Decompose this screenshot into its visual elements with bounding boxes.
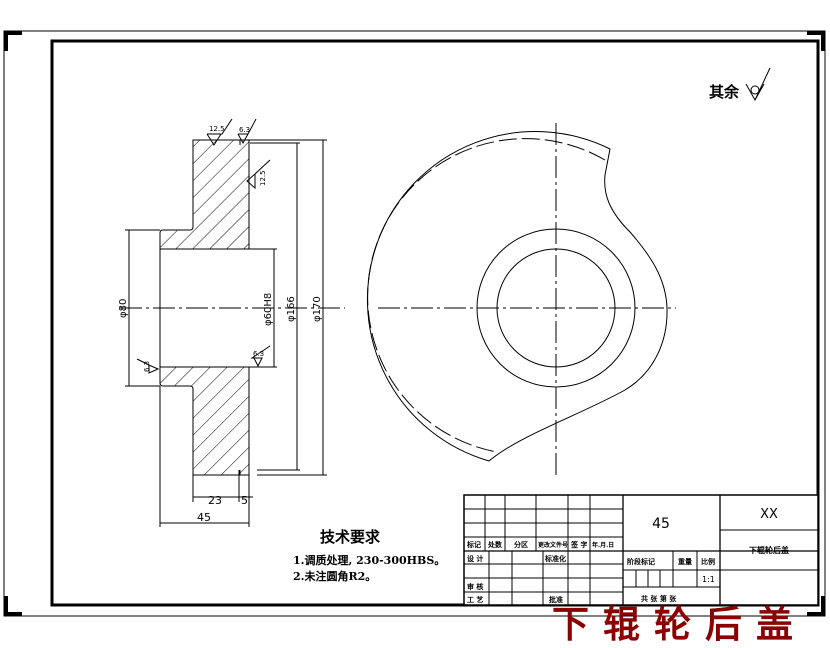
drawing-frame — [50, 39, 820, 607]
dim-23: 23 — [208, 494, 222, 507]
dim-d170: φ170 — [312, 296, 323, 322]
company-name: XX — [760, 507, 778, 522]
section-view — [120, 118, 345, 527]
roughness-label: 12.5 — [259, 170, 267, 186]
tech-req-item: 2.未注圆角R2。 — [293, 569, 376, 583]
dim-d60h8: φ60H8 — [263, 293, 274, 326]
corner-marks — [4, 31, 825, 616]
section-dimension-labels: φ80 φ60H8 φ166 φ170 23 5 45 12.5 6.3 12.… — [118, 125, 323, 524]
tech-req-title: 技术要求 — [320, 528, 381, 546]
design-label: 设 计 — [467, 554, 483, 563]
roughness-label: 12.5 — [209, 125, 225, 133]
scale-value: 1:1 — [702, 575, 715, 584]
title-block — [463, 494, 819, 606]
roughness-label: 6.3 — [239, 126, 250, 134]
title-block-text: 标记 处数 分区 更改文件号 签 字 年.月.日 设 计 标准化 审 核 工 艺… — [466, 507, 789, 604]
header-sign: 签 字 — [570, 540, 587, 549]
overlay-title: 下辊轮后盖 — [552, 602, 807, 646]
roughness-circle-icon — [750, 85, 760, 95]
header-mark: 标记 — [466, 540, 481, 549]
technical-requirements: 技术要求 1.调质处理, 230-300HBS。 2.未注圆角R2。 — [293, 528, 445, 583]
roughness-symbol-icon — [745, 67, 771, 102]
end-view — [366, 123, 676, 476]
roughness-label: 6.3 — [253, 350, 264, 358]
review-label: 审 核 — [467, 582, 483, 591]
roughness-label: 6.3 — [143, 361, 151, 372]
process-label: 工 艺 — [467, 595, 483, 604]
dim-45: 45 — [197, 511, 211, 524]
header-change-doc: 更改文件号 — [538, 541, 568, 549]
dim-5: 5 — [241, 494, 248, 507]
standardization-label: 标准化 — [544, 554, 566, 563]
dim-d166: φ166 — [286, 296, 297, 322]
header-count: 处数 — [487, 540, 503, 549]
weight-label: 重量 — [678, 557, 692, 566]
tech-req-item: 1.调质处理, 230-300HBS。 — [293, 553, 445, 567]
material-value: 45 — [652, 516, 670, 532]
header-date: 年.月.日 — [592, 541, 614, 549]
outer-border — [3, 30, 826, 617]
sheet-count: 共 张 第 张 — [641, 594, 677, 603]
other-roughness-label: 其余 — [709, 83, 740, 101]
scale-label: 比例 — [701, 557, 715, 566]
header-zone: 分区 — [514, 540, 528, 549]
dim-d80: φ80 — [118, 299, 129, 318]
part-name: 下辊轮后盖 — [749, 545, 789, 555]
stage-mark-label: 阶段标记 — [627, 557, 655, 566]
approve-label: 批准 — [549, 595, 563, 604]
